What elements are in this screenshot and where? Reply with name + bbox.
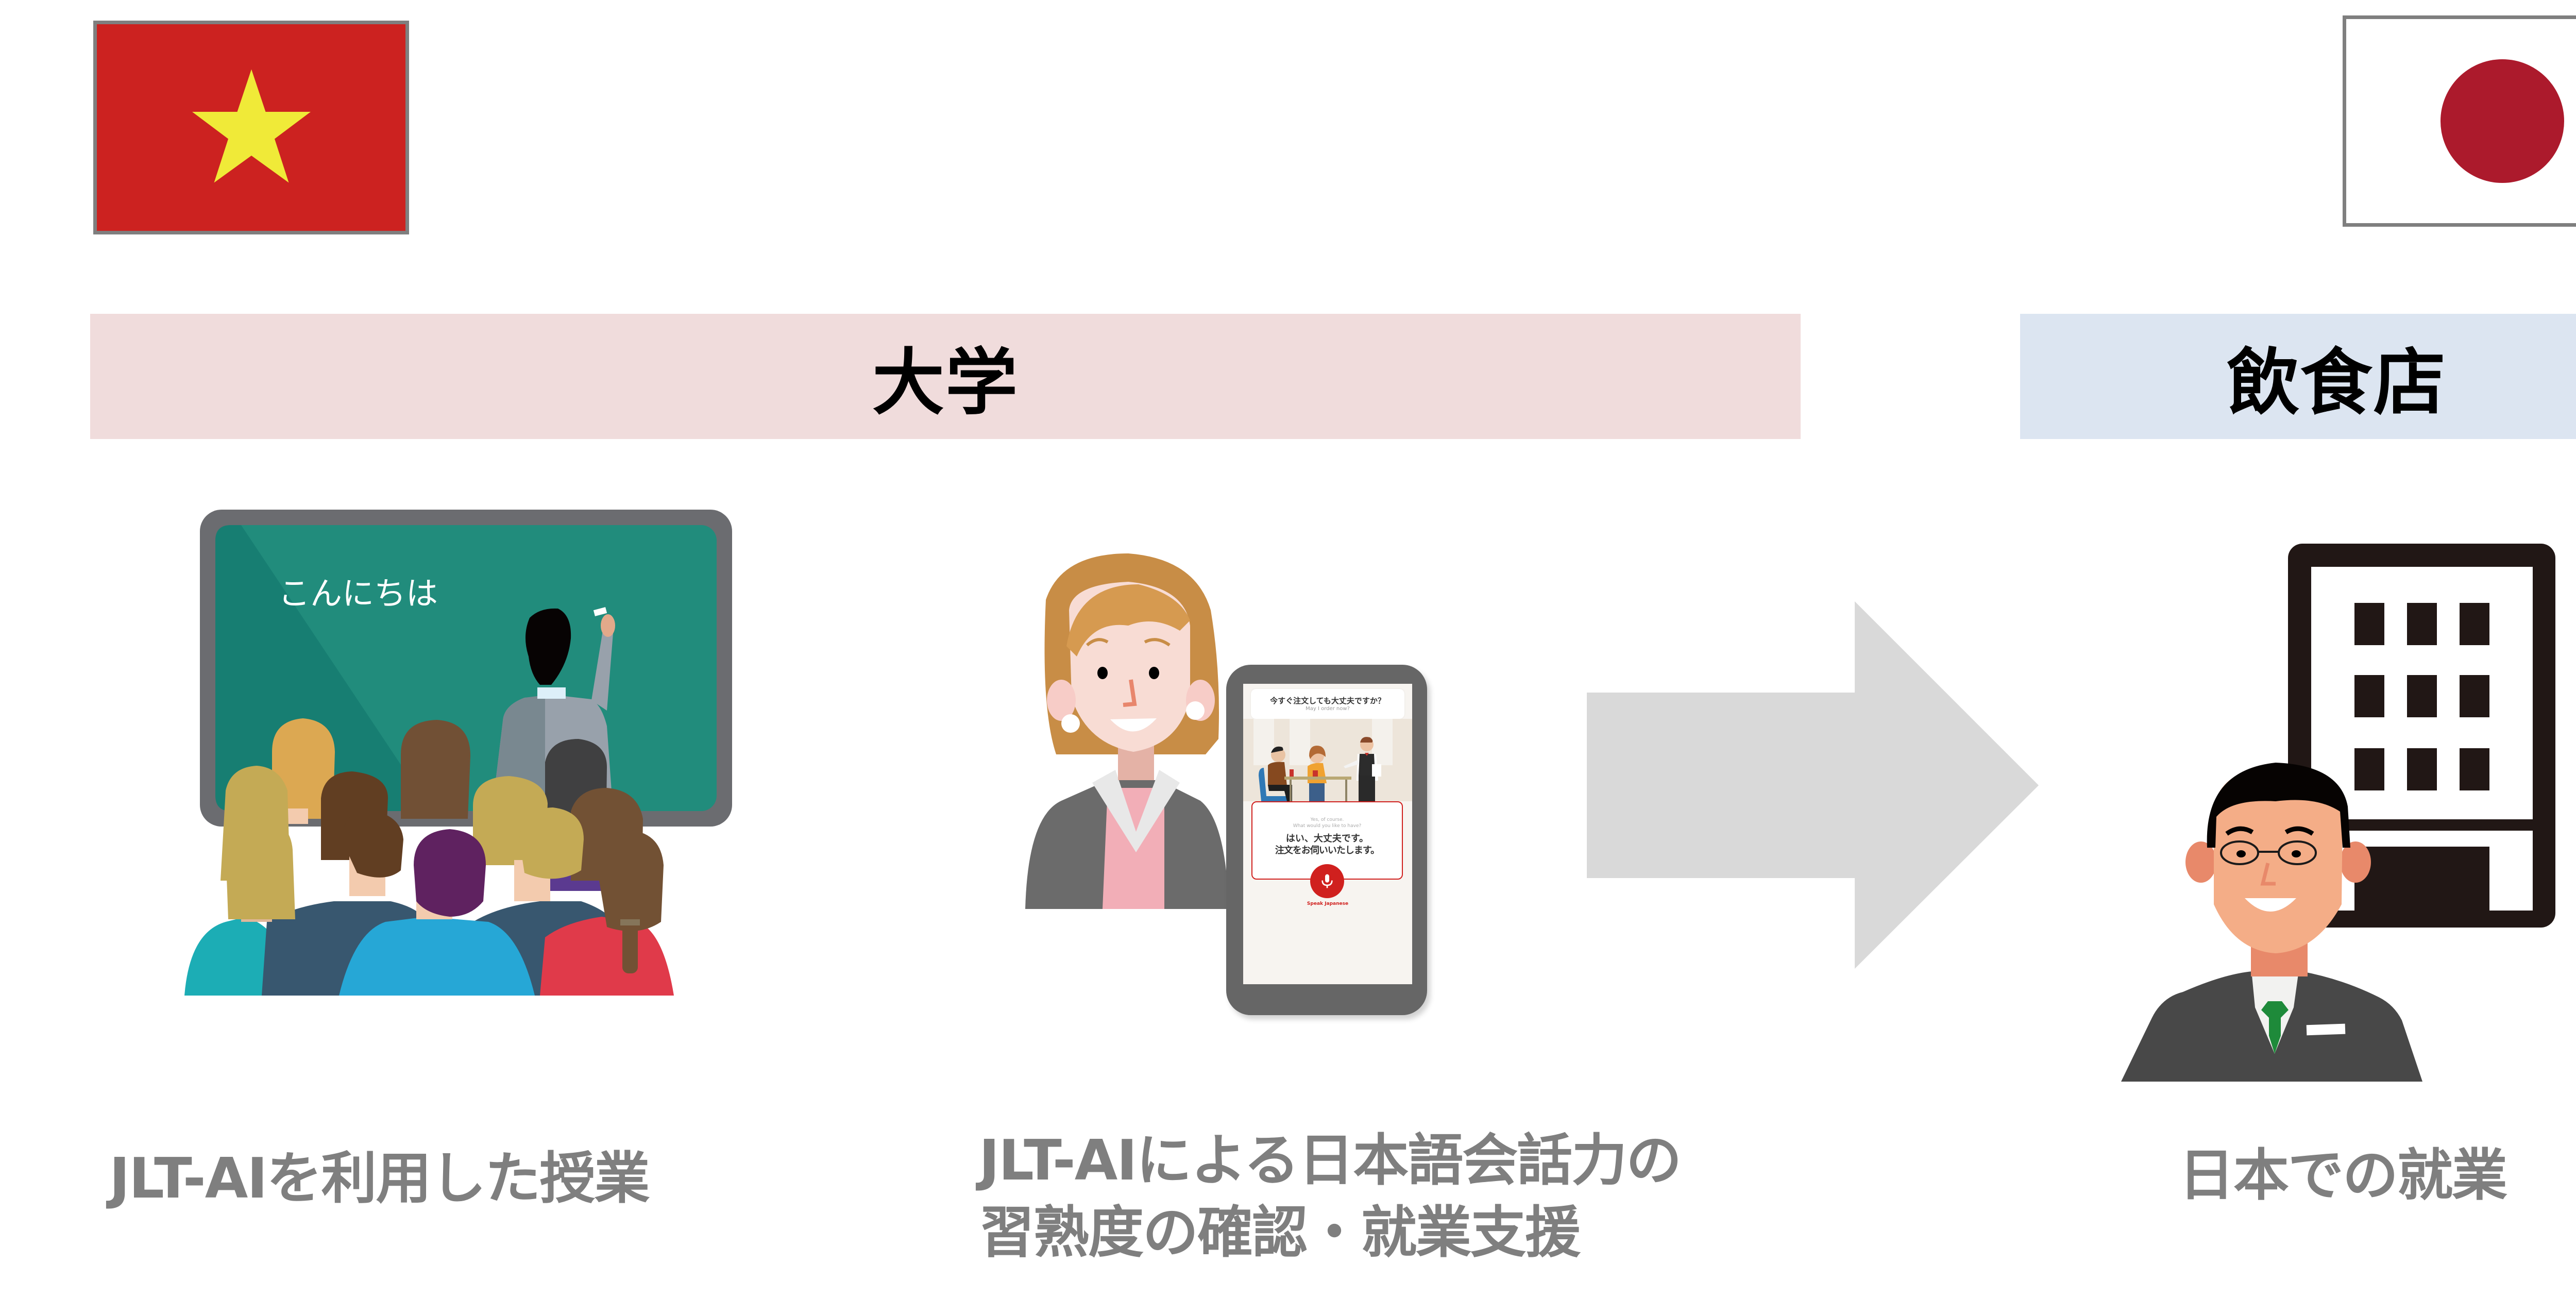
red-disc-icon	[2441, 59, 2564, 183]
star-icon	[192, 69, 311, 183]
businessman-building-icon	[2121, 544, 2555, 1082]
phone-screen: 今すぐ注文しても大丈夫ですか？ May I order now?	[1243, 684, 1412, 984]
step3-label: 日本での就業	[2179, 1143, 2507, 1208]
restaurant-label: 飲食店	[2227, 341, 2447, 425]
university-label: 大学	[872, 341, 1019, 425]
microphone-icon	[1321, 874, 1333, 888]
question-card: 今すぐ注文しても大丈夫ですか？ May I order now?	[1251, 689, 1404, 719]
smartphone-app-icon: 今すぐ注文しても大丈夫ですか？ May I order now?	[1226, 665, 1427, 1015]
question-ja: 今すぐ注文しても大丈夫ですか？	[1270, 696, 1385, 705]
step2-label-line1: JLT-AIによる日本語会話力の	[979, 1128, 1682, 1193]
right-arrow-icon	[1587, 601, 2039, 969]
answer-ja-1: はい、大丈夫です。	[1285, 833, 1369, 844]
classroom-icon	[184, 510, 732, 996]
mic-button[interactable]	[1310, 864, 1344, 898]
vietnam-flag-icon	[93, 21, 409, 234]
restaurant-band: 飲食店	[2020, 314, 2576, 439]
japan-flag-icon	[2343, 15, 2576, 227]
woman-icon	[1025, 553, 1229, 909]
mic-label: Speak Japanese	[1307, 901, 1349, 906]
restaurant-scene-icon	[1243, 719, 1412, 801]
step2-label-line2: 習熟度の確認・就業支援	[979, 1201, 1581, 1265]
answer-en-2: What would you like to have?	[1293, 823, 1362, 829]
question-en: May I order now?	[1306, 706, 1350, 712]
answer-ja-2: 注文をお伺いいたします。	[1275, 845, 1380, 856]
board-greeting-text: こんにちは	[278, 575, 438, 612]
step1-label: JLT-AIを利用した授業	[109, 1147, 650, 1211]
university-band: 大学	[90, 314, 1801, 439]
answer-en-1: Yes, of course.	[1310, 817, 1344, 822]
